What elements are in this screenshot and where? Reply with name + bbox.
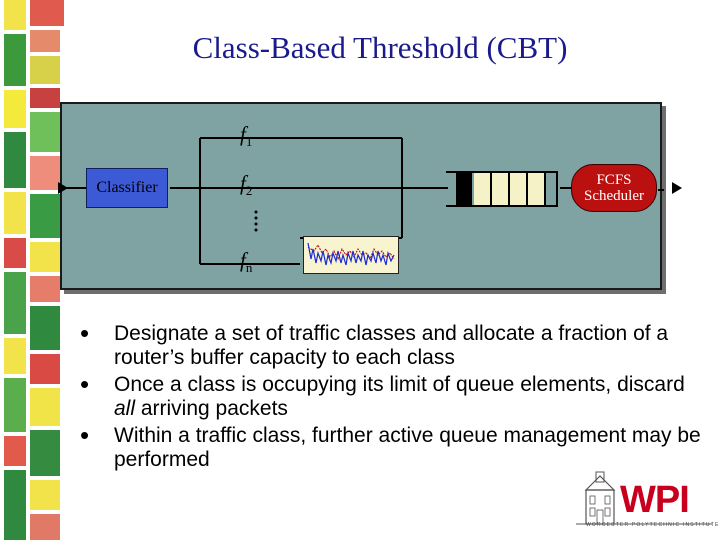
diagram-lines [62,137,664,265]
queue-slot [528,173,546,205]
input-arrowhead [58,182,68,194]
bullet-item: •Within a traffic class, further active … [80,420,701,471]
queue-slot [510,173,528,205]
slide-title: Class-Based Threshold (CBT) [192,30,568,65]
flow-label-1: f1 [240,122,253,150]
fifo-queue [446,171,558,207]
bullet-item: •Designate a set of traffic classes and … [80,318,669,369]
wpi-logo-text: WPI [620,479,690,521]
queue-head-bar [456,173,472,205]
flow-label-2: f2 [240,171,253,199]
decorative-side-strip [0,0,72,540]
flow-label-n: fn [240,248,253,276]
bullet-list: •Designate a set of traffic classes and … [78,318,708,475]
scheduler-label-line1: FCFS [596,172,632,188]
bullet-item: •Once a class is occupying its limit of … [80,369,685,420]
scheduler-label-line2: Scheduler [584,188,644,204]
wpi-logo-subtitle: WORCESTER POLYTECHNIC INSTITUTE [586,522,720,528]
wpi-building-icon [576,471,712,525]
fcfs-scheduler: FCFS Scheduler [571,164,657,212]
queue-slot [474,173,492,205]
classifier-box: Classifier [86,168,168,208]
queue-slot [492,173,510,205]
plot-trace [307,242,395,266]
queue-occupancy-plot [303,236,399,274]
output-arrowhead [672,182,682,194]
